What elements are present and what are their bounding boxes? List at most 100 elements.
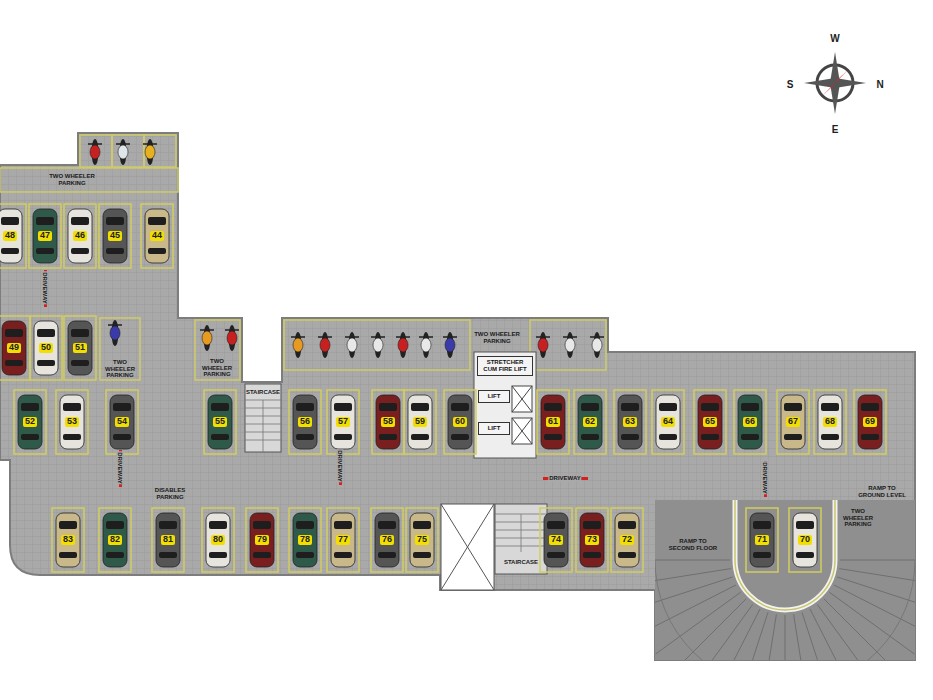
parking-slot [746, 508, 778, 572]
area-label: TWO WHEELER PARKING [102, 359, 138, 379]
car-windshield [296, 521, 314, 529]
car-windshield [413, 521, 431, 529]
area-label: RAMP TO GROUND LEVEL [857, 485, 907, 498]
parking-slot [327, 390, 359, 454]
area-label: STAIRCASE [501, 559, 541, 566]
floor-outline [0, 133, 915, 660]
car-windshield [36, 217, 54, 225]
staircase [245, 384, 547, 574]
ramp-step [794, 614, 810, 660]
car-rear-window [378, 552, 396, 558]
slot-number: 80 [211, 535, 225, 545]
parking-slot [0, 204, 26, 268]
ramp-step [802, 612, 834, 660]
parking-slot [372, 390, 404, 454]
slot-number: 50 [39, 343, 53, 353]
car-rear-window [296, 552, 314, 558]
car-body [60, 395, 84, 449]
slot-number: 78 [298, 535, 312, 545]
ramp-step [837, 577, 915, 609]
slot-number: 71 [755, 535, 769, 545]
ramp-step [785, 615, 786, 660]
car-body [615, 513, 639, 567]
slot-number: 64 [661, 417, 675, 427]
driveway-label: DRIVEWAY [117, 451, 124, 484]
parking-slot [777, 390, 809, 454]
car-body [781, 395, 805, 449]
bike-body [110, 326, 120, 340]
car-windshield [71, 217, 89, 225]
bike-body [398, 338, 408, 352]
car-rear-window [413, 552, 431, 558]
bike-handlebar [590, 336, 604, 338]
car-body [68, 209, 92, 263]
parking-slot [64, 316, 96, 380]
ramp-step [736, 612, 768, 660]
parking-slot [204, 390, 236, 454]
bike-body [145, 145, 155, 159]
parking-slot [141, 204, 173, 268]
slot-number: 52 [23, 417, 37, 427]
car-rear-window [211, 434, 229, 440]
bike-handlebar [143, 143, 157, 145]
area-label: TWO WHEELER PARKING [197, 358, 237, 378]
car-body [34, 321, 58, 375]
bike-handlebar [396, 336, 410, 338]
car-rear-window [411, 434, 429, 440]
slot-number: 54 [115, 417, 129, 427]
car-windshield [106, 521, 124, 529]
car-body [578, 395, 602, 449]
car-windshield [379, 403, 397, 411]
car-windshield [63, 403, 81, 411]
car-body [0, 209, 22, 263]
parking-slot [371, 508, 403, 572]
driveway-arrows [44, 270, 767, 497]
area-label: RAMP TO SECOND FLOOR [668, 538, 718, 551]
car-windshield [821, 403, 839, 411]
slot-number: 53 [65, 417, 79, 427]
bike-body [565, 338, 575, 352]
bike-body [118, 145, 128, 159]
ramp [625, 500, 933, 700]
parking-slot [14, 390, 46, 454]
car-rear-window [71, 360, 89, 366]
slot-number: 77 [336, 535, 350, 545]
parking-slot [246, 508, 278, 572]
parking-slot [56, 390, 88, 454]
car-body [56, 513, 80, 567]
car-body [2, 321, 26, 375]
parking-slot [614, 390, 646, 454]
parking-slot [30, 316, 62, 380]
lift-core [474, 352, 536, 458]
car-rear-window [63, 434, 81, 440]
car-windshield [159, 521, 177, 529]
void-shaft [441, 504, 494, 590]
slot-number: 62 [583, 417, 597, 427]
ramp-step [829, 592, 914, 654]
slot-number: 68 [823, 417, 837, 427]
car-body [858, 395, 882, 449]
car-windshield [59, 521, 77, 529]
car-windshield [378, 521, 396, 529]
slot-number: 57 [336, 417, 350, 427]
bike-handlebar [318, 336, 332, 338]
car-body [656, 395, 680, 449]
area-label: TWO WHEELER PARKING [42, 173, 102, 186]
car-rear-window [379, 434, 397, 440]
slot-number: 47 [38, 231, 52, 241]
car-windshield [659, 403, 677, 411]
slot-number: 76 [380, 535, 394, 545]
bike-handlebar [88, 143, 102, 145]
slot-number: 46 [73, 231, 87, 241]
bike-body [445, 338, 455, 352]
car-windshield [621, 403, 639, 411]
car-body [208, 395, 232, 449]
ramp-step [655, 585, 736, 633]
car-body [448, 395, 472, 449]
car-windshield [701, 403, 719, 411]
area-label: DISABLES PARKING [145, 487, 195, 500]
car-windshield [113, 403, 131, 411]
car-windshield [334, 521, 352, 529]
car-rear-window [209, 552, 227, 558]
